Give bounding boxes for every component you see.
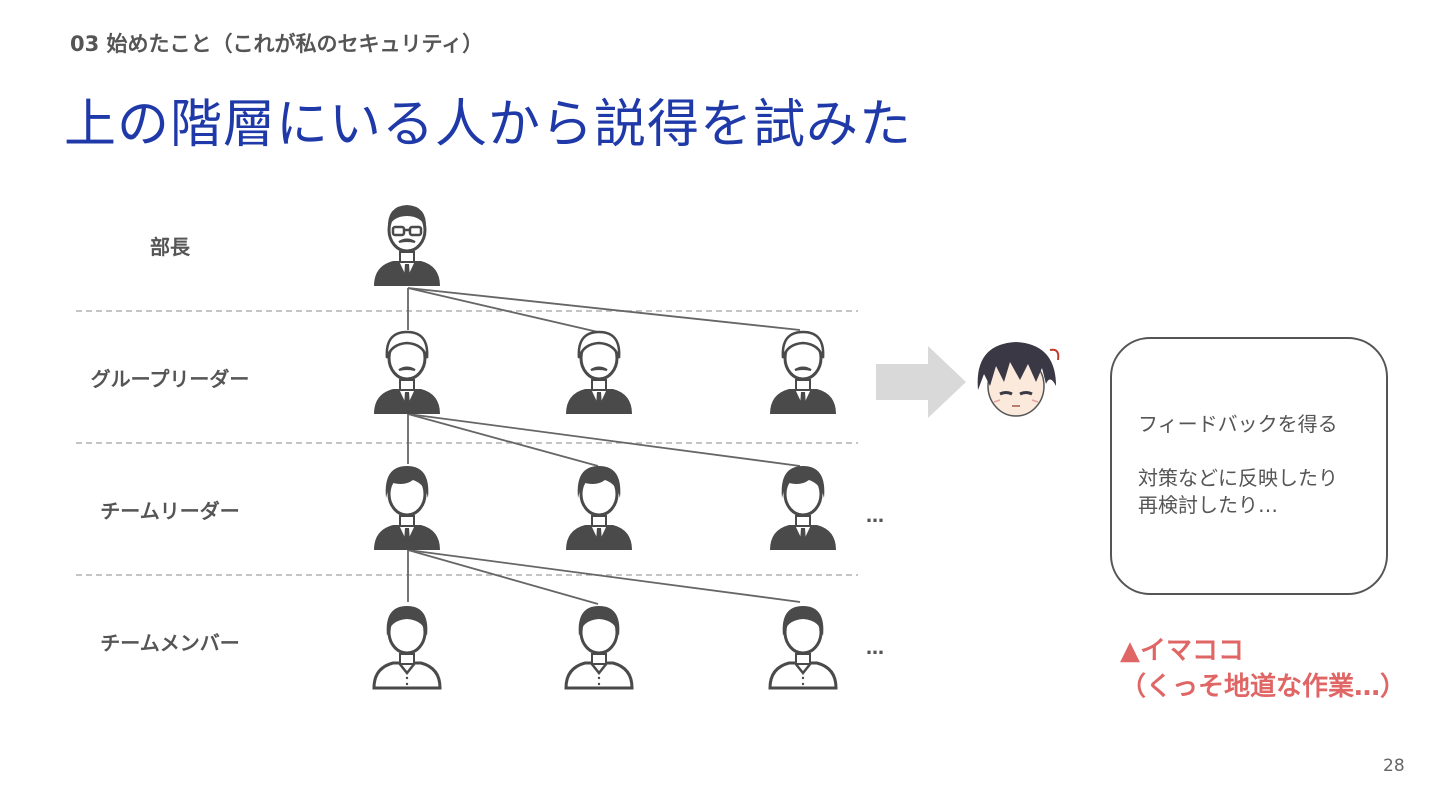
team-leader-more: … xyxy=(866,506,884,527)
note-line-reflect: 対策などに反映したり xyxy=(1138,466,1338,490)
page-title: 上の階層にいる人から説得を試みた xyxy=(64,95,913,155)
right-arrow-icon xyxy=(876,346,966,418)
note-line-feedback: フィードバックを得る xyxy=(1138,412,1338,436)
feedback-note-box: フィードバックを得る 対策などに反映したり 再検討したり… xyxy=(1110,337,1388,595)
page-number: 28 xyxy=(1383,756,1405,776)
department-head-icon xyxy=(372,203,442,288)
group-leader-icon xyxy=(564,330,634,416)
team-member-icon xyxy=(564,604,634,690)
level-label-group-leader: グループリーダー xyxy=(90,367,250,391)
level-label-team-member: チームメンバー xyxy=(100,631,240,655)
group-leader-icon xyxy=(768,330,838,416)
team-member-icon xyxy=(768,604,838,690)
team-member-icon xyxy=(372,604,442,690)
self-avatar-icon xyxy=(977,342,1060,417)
level-label-department-head: 部長 xyxy=(150,235,190,259)
note-line-reconsider: 再検討したり… xyxy=(1138,493,1278,517)
section-label: 03 始めたこと（これが私のセキュリティ） xyxy=(70,32,484,56)
team-leader-icon xyxy=(372,464,442,552)
current-status: ▲イマココ （くっそ地道な作業…） xyxy=(1120,633,1406,705)
team-leader-icon xyxy=(768,464,838,552)
status-comment: （くっそ地道な作業…） xyxy=(1120,672,1407,702)
team-member-more: … xyxy=(866,638,884,659)
status-current-position: ▲イマココ xyxy=(1120,636,1244,666)
level-label-team-leader: チームリーダー xyxy=(100,499,240,523)
connector-lines xyxy=(407,287,801,605)
team-leader-icon xyxy=(564,464,634,552)
group-leader-icon xyxy=(372,330,442,416)
